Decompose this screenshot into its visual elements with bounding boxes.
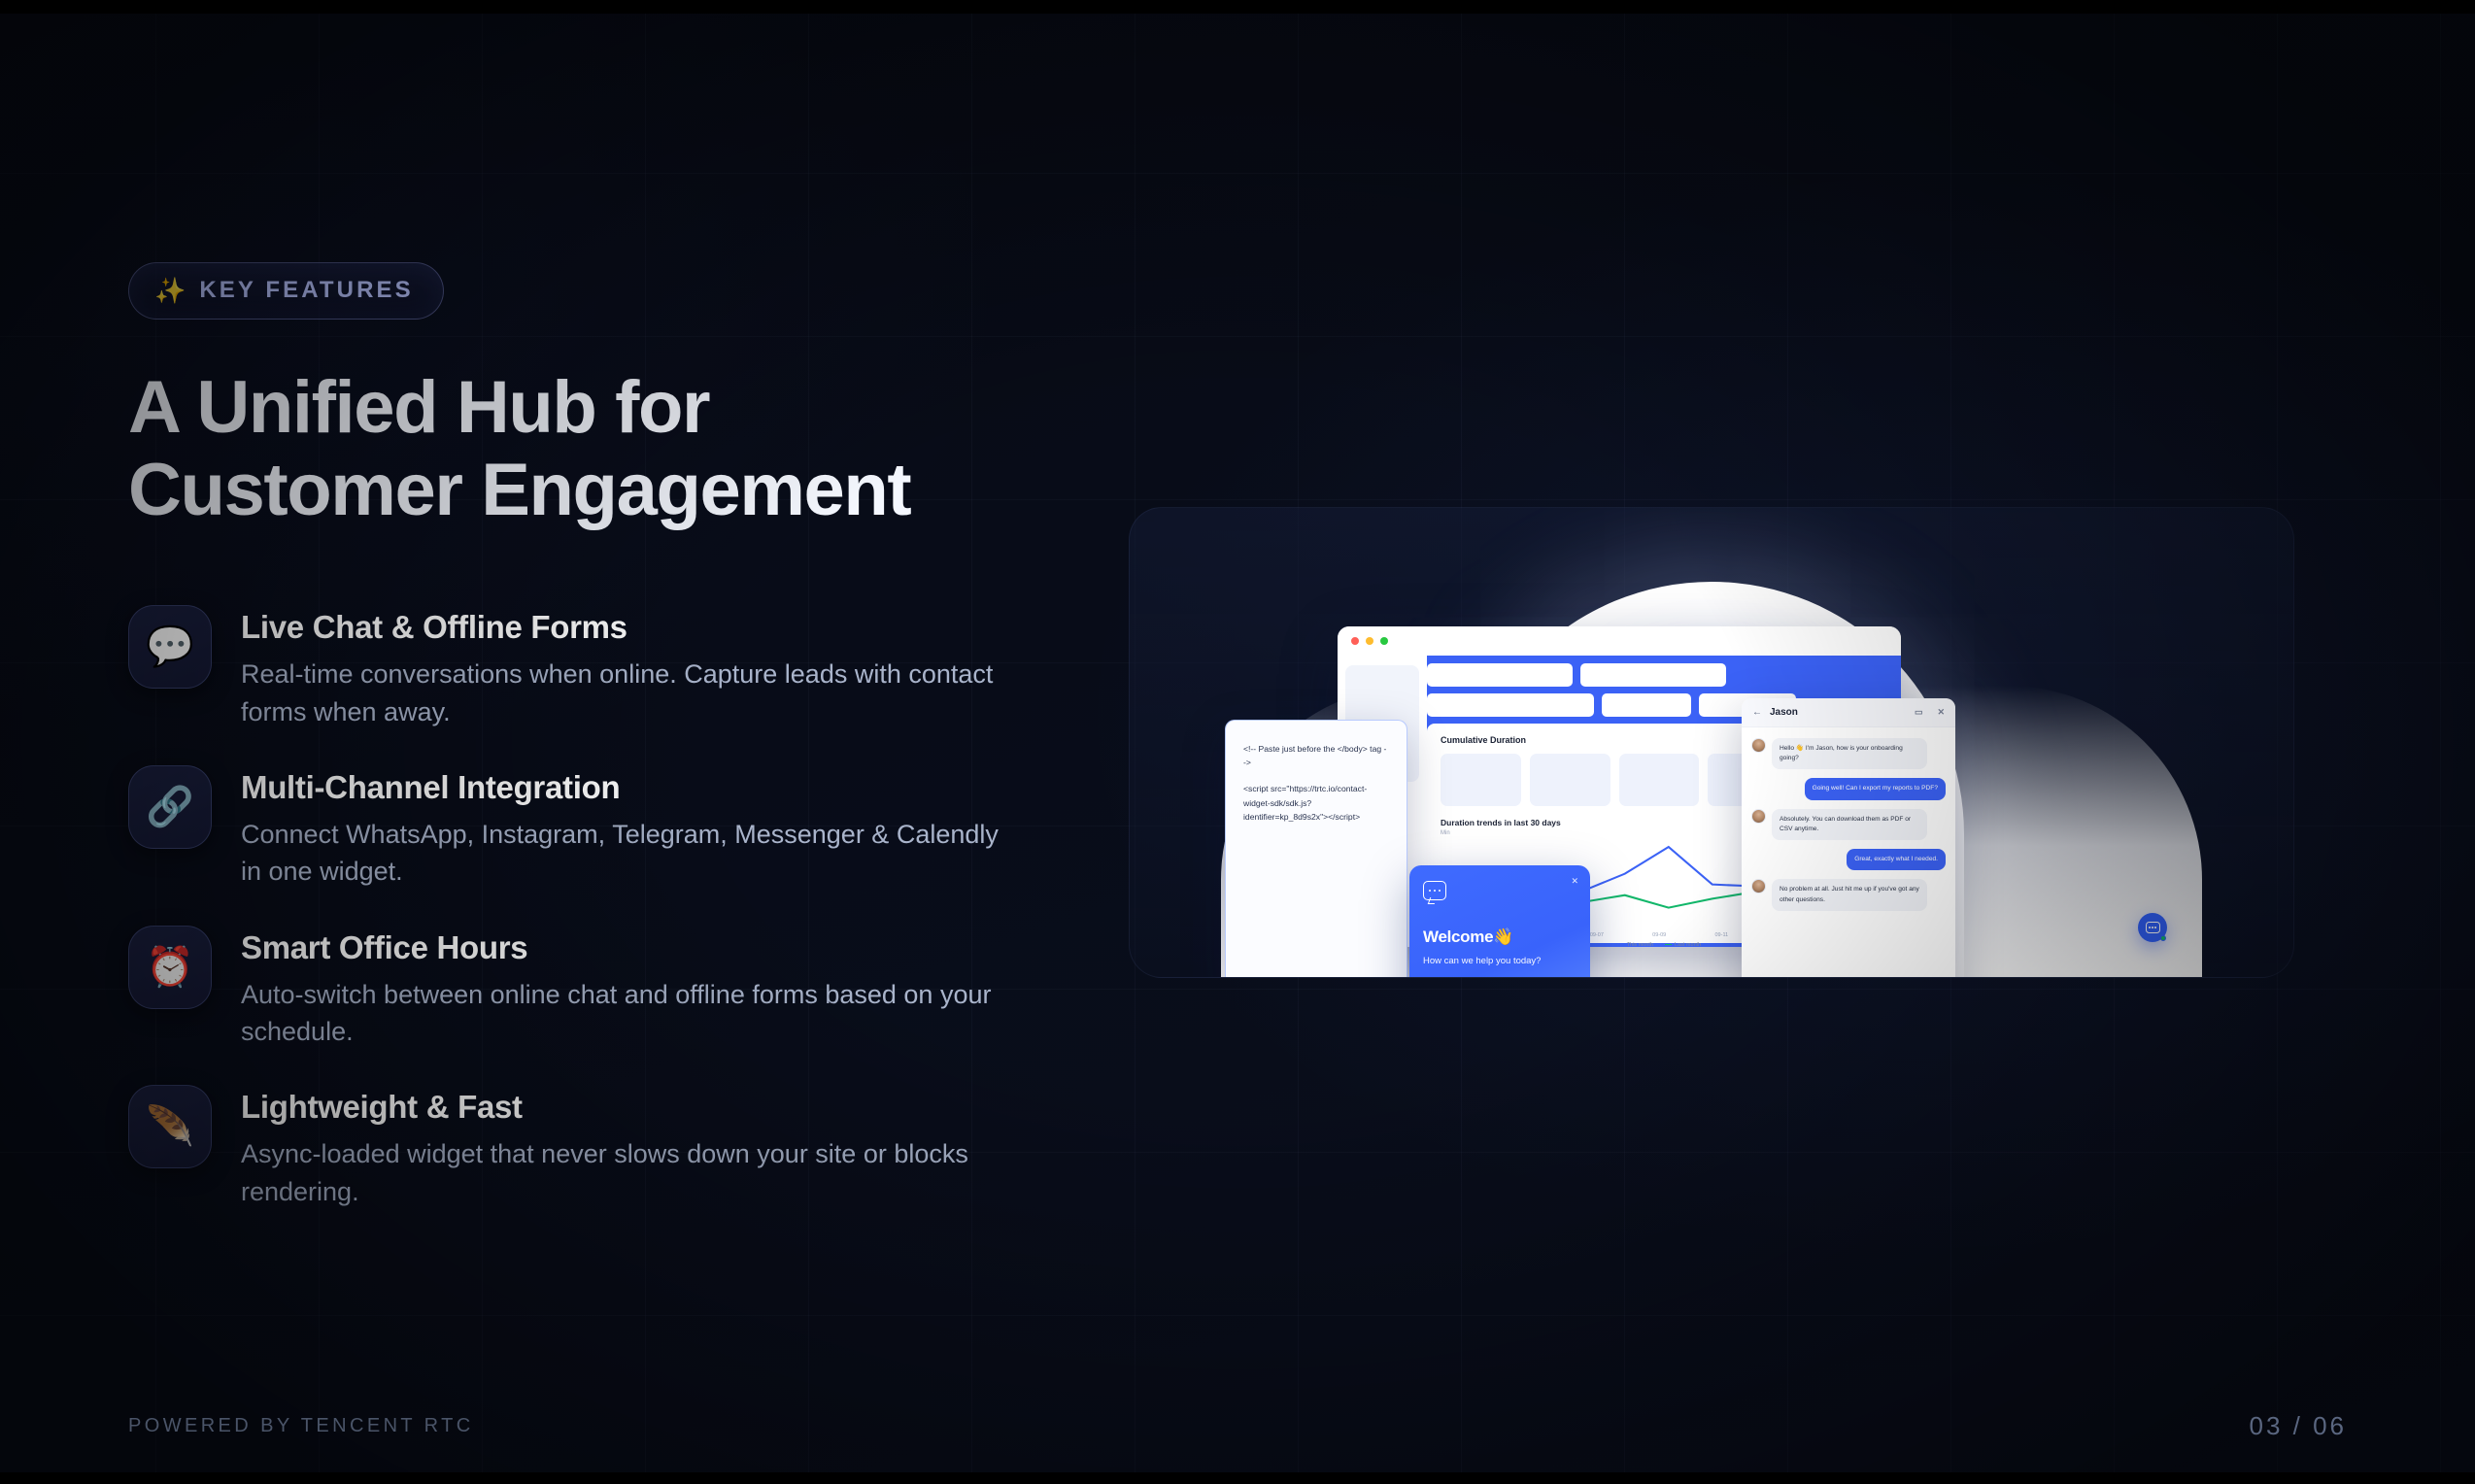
browser-title-bar	[1338, 626, 1901, 656]
kpi-placeholder	[1441, 754, 1521, 806]
chat-agent-name: Jason	[1770, 707, 1798, 718]
code-comment-line: <!-- Paste just before the </body> tag -…	[1243, 744, 1387, 768]
slide-footer: POWERED BY TENCENT RTC 03 / 06	[0, 1367, 2475, 1484]
feature-item: 💬 Live Chat & Offline Forms Real-time co…	[128, 605, 1100, 730]
key-features-badge: ✨ KEY FEATURES	[128, 262, 444, 320]
feature-text: Smart Office Hours Auto-switch between o…	[241, 926, 1018, 1051]
feature-description: Real-time conversations when online. Cap…	[241, 659, 994, 726]
feature-item: 🔗 Multi-Channel Integration Connect What…	[128, 764, 1100, 891]
x-tick: 09-09	[1652, 932, 1667, 938]
nav-pill	[1602, 693, 1691, 717]
sparkles-icon: ✨	[154, 276, 186, 305]
feature-description: Auto-switch between online chat and offl…	[241, 979, 992, 1046]
feature-title: Lightweight & Fast	[241, 1089, 523, 1126]
feature-description: Async-loaded widget that never slows dow…	[241, 1139, 968, 1206]
feature-text: Multi-Channel Integration Connect WhatsA…	[241, 765, 1018, 891]
left-content-column: ✨ KEY FEATURES A Unified Hub for Custome…	[128, 262, 1100, 1210]
chat-message-row: No problem at all. Just hit me up if you…	[1751, 879, 1946, 911]
feature-text: Live Chat & Offline Forms Real-time conv…	[241, 605, 1018, 730]
legend-label: Last month	[1675, 942, 1702, 947]
speech-balloon-icon: 💬	[128, 605, 212, 690]
welcome-title-text: Welcome	[1423, 928, 1494, 946]
headline-line-1: A Unified Hub for	[128, 366, 711, 449]
chat-fab-button[interactable]	[2138, 913, 2167, 942]
kpi-placeholder	[1618, 754, 1700, 806]
welcome-header: ✕ Welcome👋 How can we help you today?	[1409, 865, 1590, 977]
feature-text: Lightweight & Fast Async-loaded widget t…	[241, 1085, 1018, 1210]
welcome-chat-widget: ✕ Welcome👋 How can we help you today? 📋 …	[1409, 865, 1590, 977]
badge-label: KEY FEATURES	[199, 277, 414, 303]
close-icon[interactable]: ✕	[1571, 876, 1578, 886]
legend-this-month: This month	[1616, 942, 1653, 947]
footer-powered-by: POWERED BY TENCENT RTC	[128, 1414, 474, 1436]
chat-bubble-incoming: Absolutely. You can download them as PDF…	[1772, 808, 1927, 841]
chat-panel-header: ← Jason ▭ ✕	[1742, 698, 1955, 727]
alarm-clock-icon: ⏰	[128, 925, 212, 1009]
chat-message-row: Going well! Can I export my reports to P…	[1751, 778, 1946, 800]
x-tick: 09-11	[1714, 932, 1729, 938]
nav-pill	[1427, 693, 1594, 717]
feather-icon: 🪶	[128, 1085, 212, 1169]
chat-bubble-outgoing: Great, exactly what I needed.	[1847, 849, 1946, 871]
feature-title: Live Chat & Offline Forms	[241, 609, 627, 646]
feature-item: 🪶 Lightweight & Fast Async-loaded widget…	[128, 1085, 1100, 1210]
welcome-subtitle: How can we help you today?	[1423, 956, 1542, 966]
chat-message-row: Hello 👋 I'm Jason, how is your onboardin…	[1751, 738, 1946, 770]
headline-line-2: Customer Engagement	[128, 449, 912, 532]
x-tick: 09-07	[1589, 932, 1604, 938]
chat-message-list: Hello 👋 I'm Jason, how is your onboardin…	[1742, 727, 1955, 977]
feature-item: ⏰ Smart Office Hours Auto-switch between…	[128, 925, 1100, 1051]
chat-bubble-icon	[2145, 922, 2160, 933]
page-title: A Unified Hub for Customer Engagement	[128, 366, 1100, 531]
chat-bubble-icon	[1423, 881, 1446, 900]
legend-last-month: Last month	[1665, 942, 1701, 947]
embed-code-card: <!-- Paste just before the </body> tag -…	[1225, 720, 1407, 977]
minimize-traffic-light-icon	[1366, 637, 1373, 645]
nav-pill	[1580, 663, 1726, 687]
avatar	[1751, 808, 1766, 824]
feature-title: Multi-Channel Integration	[241, 768, 621, 805]
chat-message-row: Great, exactly what I needed.	[1751, 849, 1946, 871]
legend-label: This month	[1626, 942, 1653, 947]
nav-pill-row-1	[1427, 663, 1891, 687]
feature-title: Smart Office Hours	[241, 928, 528, 965]
feature-description: Connect WhatsApp, Instagram, Telegram, M…	[241, 819, 999, 887]
online-status-dot	[2160, 935, 2166, 941]
chat-bubble-incoming: Hello 👋 I'm Jason, how is your onboardin…	[1772, 738, 1927, 770]
agent-chat-panel: ← Jason ▭ ✕ Hello 👋 I'm Jason, how is yo…	[1742, 698, 1955, 977]
avatar	[1751, 879, 1766, 894]
maximize-traffic-light-icon	[1380, 637, 1388, 645]
bottom-edge-bar	[0, 1472, 2475, 1484]
minimize-icon[interactable]: ▭	[1914, 707, 1923, 717]
back-arrow-icon[interactable]: ←	[1752, 707, 1762, 718]
avatar	[1751, 738, 1766, 753]
close-icon[interactable]: ✕	[1937, 707, 1945, 717]
product-mockup-panel: Cumulative Duration Duration trends in l…	[1129, 507, 2294, 978]
nav-pill	[1427, 663, 1573, 687]
feature-list: 💬 Live Chat & Offline Forms Real-time co…	[128, 605, 1100, 1210]
code-script-line: <script src="https://trtc.io/contact-wid…	[1243, 784, 1368, 822]
link-icon: 🔗	[128, 764, 212, 849]
wave-hand-icon: 👋	[1493, 928, 1514, 946]
chat-bubble-incoming: No problem at all. Just hit me up if you…	[1772, 879, 1927, 911]
close-traffic-light-icon	[1351, 637, 1359, 645]
page-indicator: 03 / 06	[2249, 1410, 2347, 1440]
welcome-title: Welcome👋	[1423, 928, 1577, 947]
chat-message-row: Absolutely. You can download them as PDF…	[1751, 808, 1946, 841]
chat-bubble-outgoing: Going well! Can I export my reports to P…	[1804, 778, 1946, 800]
kpi-placeholder	[1529, 754, 1610, 806]
top-edge-bar	[0, 0, 2475, 14]
